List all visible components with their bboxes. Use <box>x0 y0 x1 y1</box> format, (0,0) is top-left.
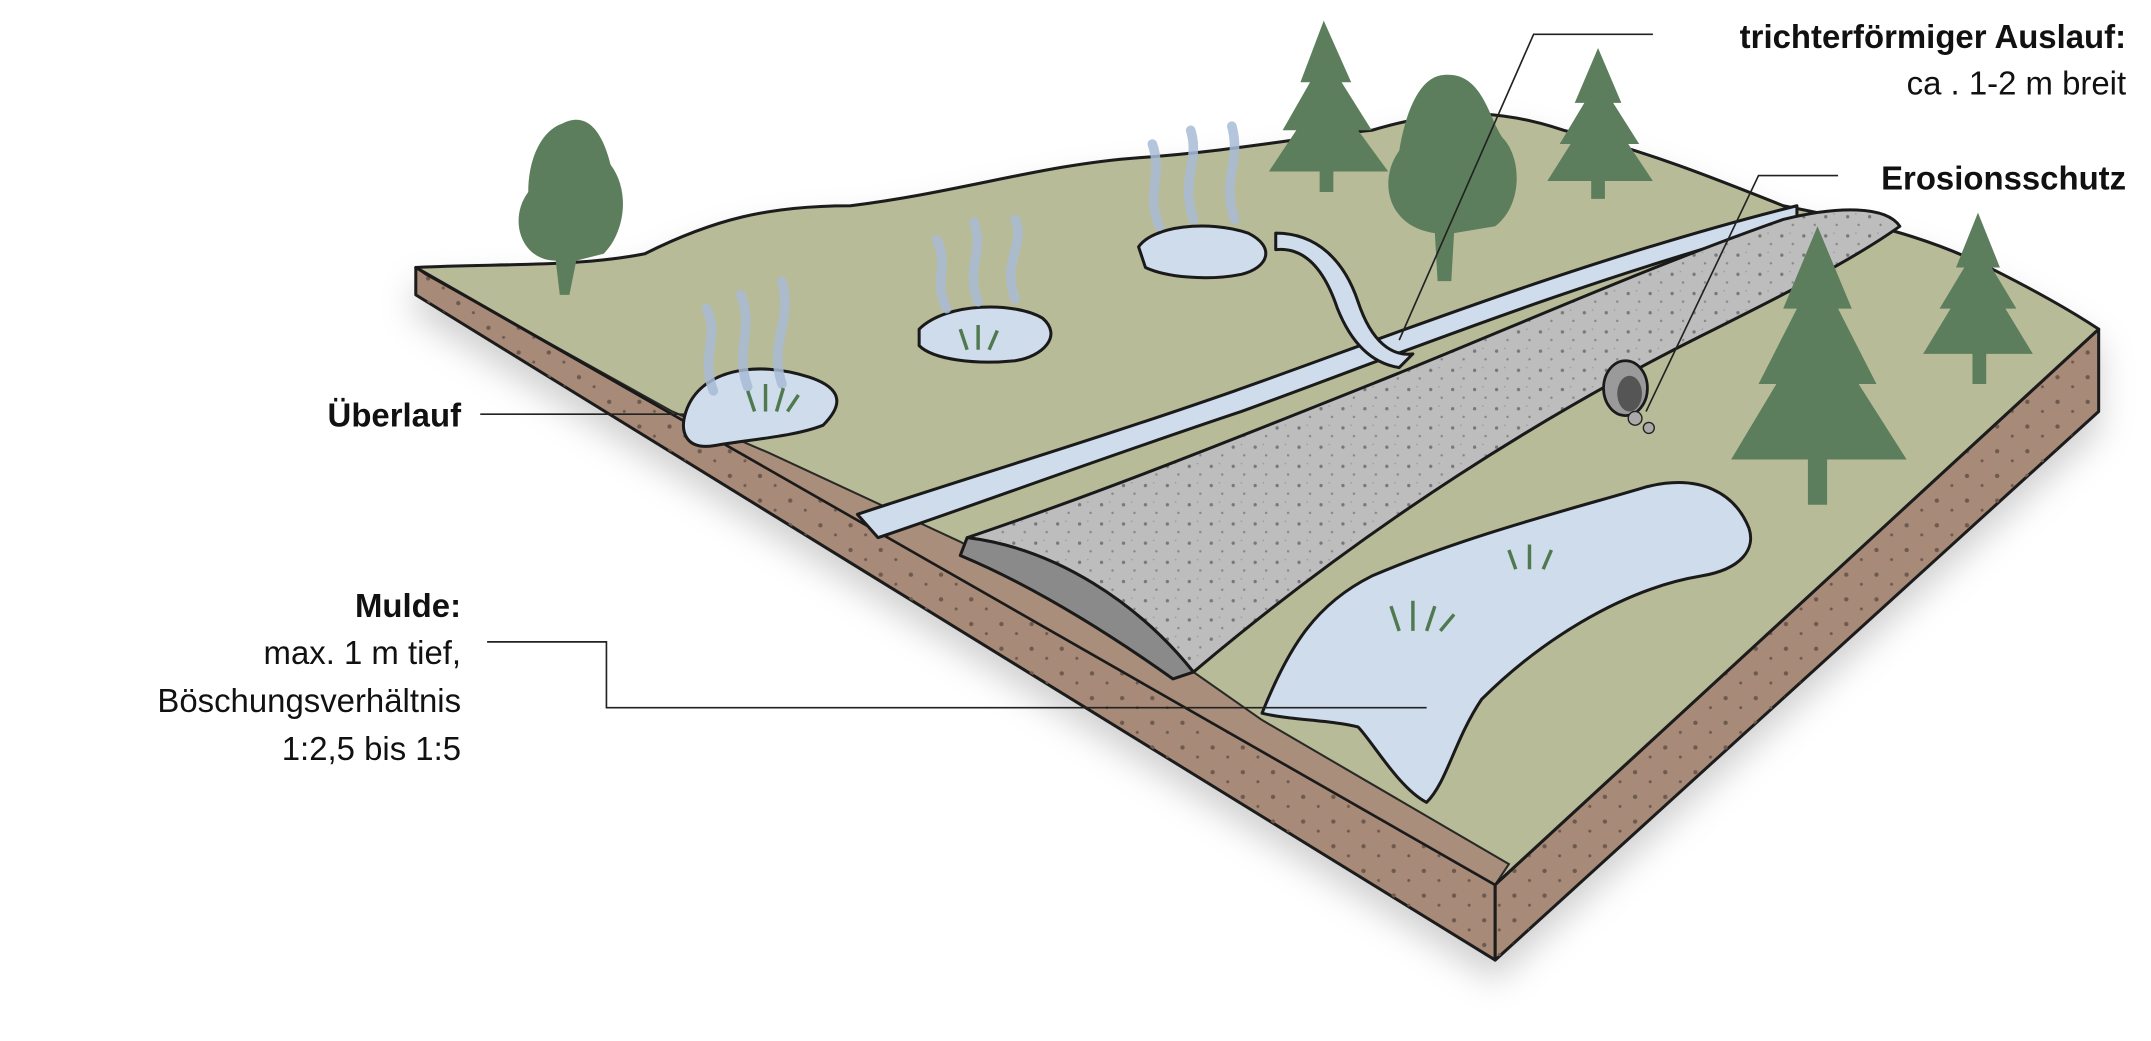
label-erosionsschutz: Erosionsschutz <box>1881 159 2126 196</box>
tree-conifer <box>1547 48 1653 199</box>
label-auslauf-title: trichterförmiger Auslauf: <box>1740 18 2126 55</box>
overflow-channel <box>1274 231 1415 370</box>
tree-conifer <box>1923 212 2033 385</box>
label-ueberlauf: Überlauf <box>328 397 463 434</box>
infiltration-ponds <box>682 121 1268 448</box>
outlet-pipe <box>1602 359 1655 435</box>
label-mulde-line1: max. 1 m tief, <box>264 634 462 671</box>
stone-revetment <box>958 536 1195 681</box>
pond-3 <box>1137 224 1268 280</box>
tree-conifer <box>1731 226 1907 505</box>
tree-deciduous <box>518 119 623 295</box>
pond-2 <box>917 305 1053 364</box>
grass-tufts <box>746 325 1554 633</box>
leader-erosionsschutz <box>1645 174 1839 412</box>
label-auslauf-detail: ca . 1-2 m breit <box>1907 65 2126 102</box>
tree-deciduous-2 <box>1388 74 1517 282</box>
leader-auslauf <box>1398 33 1653 341</box>
label-mulde-line2: Böschungsverhältnis <box>157 682 461 719</box>
label-mulde-line3: 1:2,5 bis 1:5 <box>282 730 461 767</box>
trees <box>518 20 2033 505</box>
swale-pond <box>1260 481 1753 804</box>
evaporation-arrows <box>701 121 1240 396</box>
gravel-embankment <box>965 208 1902 674</box>
leader-mulde <box>487 641 1427 709</box>
tree-conifer <box>1268 20 1389 193</box>
label-mulde-title: Mulde: <box>355 587 461 624</box>
